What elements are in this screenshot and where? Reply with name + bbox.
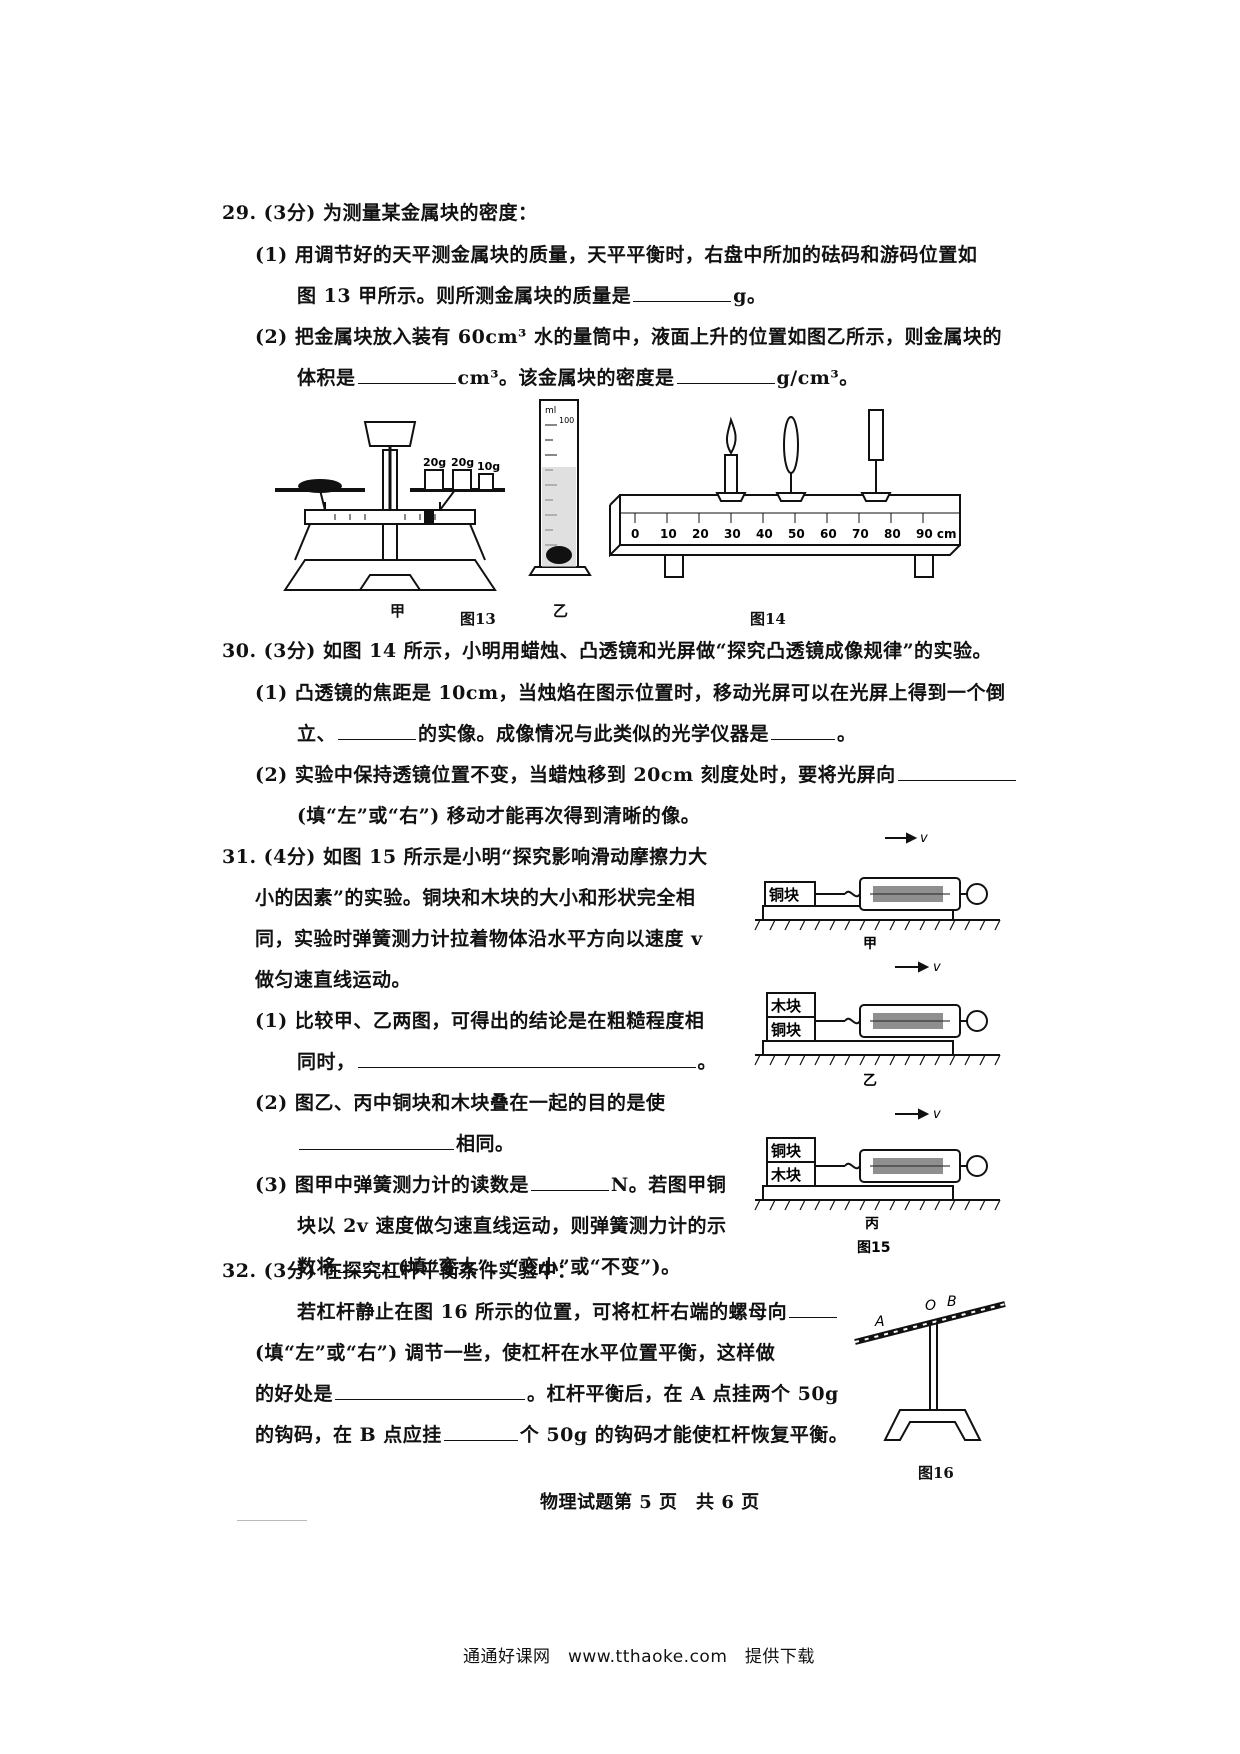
fig15-yi-copper: 铜块 [771,1021,802,1039]
blank-same-quantity[interactable] [299,1148,454,1150]
fig16-caption: 图16 [918,1464,954,1482]
q29-part2-line1: (2) 把金属块放入装有 60cm³ 水的量筒中，液面上升的位置如图乙所示，则金… [255,326,1002,348]
figure-16-lever: A O B [854,1294,1006,1441]
fig15-yi-wood: 木块 [770,997,802,1015]
q32-line4: 的钩码，在 B 点应挂个 50g 的钩码才能使杠杆恢复平衡。 [255,1424,849,1446]
blank-direction[interactable] [897,779,1016,781]
q31-line3: 同，实验时弹簧测力计拉着物体沿水平方向以速度 v [255,928,703,950]
blank-hook-count[interactable] [443,1439,518,1441]
fig15-yi-label: 乙 [863,1073,877,1089]
figure-13-balance: 20g 20g 10g [275,421,505,591]
ruler-label-0: 0 [631,527,639,541]
weight-1-label: 20g [423,456,446,469]
fig15-bing-copper: 铜块 [771,1142,802,1160]
ruler-label-90: 90 cm [916,527,957,541]
fig15-jia-label: 甲 [863,936,877,952]
ruler-label-50: 50 [788,527,805,541]
ruler-label-70: 70 [852,527,869,541]
ruler-label-10: 10 [660,527,677,541]
ruler-label-30: 30 [724,527,741,541]
lever-point-a: A [874,1314,885,1330]
page-footer: 物理试题第 5 页 共 6 页 [540,1492,760,1513]
fig15-bing-label: 丙 [865,1216,879,1232]
blank-volume[interactable] [357,382,456,384]
q32-line1: 若杠杆静止在图 16 所示的位置，可将杠杆右端的螺母向 [297,1297,839,1324]
q30-part2-line1: (2) 实验中保持透镜位置不变，当蜡烛移到 20cm 刻度处时，要将光屏向 [255,760,1018,787]
q30-part1-line2: 立、的实像。成像情况与此类似的光学仪器是。 [297,723,857,745]
blank-instrument[interactable] [771,738,836,740]
fig15-bing-wood: 木块 [770,1166,802,1184]
lever-point-b: B [947,1294,957,1310]
q32-line2: (填“左”或“右”) 调节一些，使杠杆在水平位置平衡，这样做 [255,1342,776,1364]
q31-line4: 做匀速直线运动。 [255,969,412,991]
blank-nut-direction[interactable] [789,1316,838,1318]
weight-3-label: 10g [477,460,500,473]
blank-change[interactable] [338,1271,397,1273]
q31-line1: 31. (4分) 如图 15 所示是小明“探究影响滑动摩擦力大 [222,846,708,868]
fig14-caption: 图14 [750,610,786,628]
weight-2-label: 20g [451,456,474,469]
source-credit: 通通好课网 www.tthaoke.com 提供下载 [463,1647,815,1667]
q30-part1-line1: (1) 凸透镜的焦距是 10cm，当烛焰在图示位置时，移动光屏可以在光屏上得到一… [255,682,1006,704]
blank-image-size[interactable] [338,738,417,740]
q31-part1-line2: 同时，。 [297,1051,718,1073]
fig13-label-jia: 甲 [390,602,406,620]
fig15-caption: 图15 [857,1240,890,1256]
blank-density[interactable] [676,382,775,384]
q29-part1-line1: (1) 用调节好的天平测金属块的质量，天平平衡时，右盘中所加的砝码和游码位置如 [255,244,978,266]
figure-15-bing: v 铜块 木块 丙 图15 [754,1107,1001,1256]
blank-friction-conclusion[interactable] [357,1066,696,1068]
fig13-caption: 图13 [460,610,496,628]
q32-heading: 32. (3分) 在探究杠杆平衡条件实验中： [222,1260,577,1282]
fig15-yi-v: v [933,960,941,975]
q31-part3-line2: 块以 2v 速度做匀速直线运动，则弹簧测力计的示 [297,1215,727,1237]
figure-14-optical-bench: 0 10 20 30 40 50 60 70 80 90 cm [609,409,961,578]
lever-point-o: O [925,1298,936,1314]
figure-15-jia: v 铜块 甲 [754,831,1001,952]
fig15-jia-v: v [920,831,928,846]
q29-heading: 29. (3分) 为测量某金属块的密度： [222,202,538,224]
figure-15-yi: v 木块 铜块 乙 [754,960,1001,1089]
blank-benefit[interactable] [335,1398,526,1400]
q31-part3-line3: 数将(填“变大”、“变小”或“不变”)。 [297,1256,681,1278]
q30-part2-line2: (填“左”或“右”) 移动才能再次得到清晰的像。 [297,805,701,827]
fig13-label-yi: 乙 [553,602,569,620]
footer-rule [237,1520,307,1521]
ruler-label-60: 60 [820,527,837,541]
q31-line2: 小的因素”的实验。铜块和木块的大小和形状完全相 [255,887,696,909]
figure-13-cylinder: ml 100 [528,399,592,576]
blank-reading[interactable] [530,1189,609,1191]
q31-part1-line1: (1) 比较甲、乙两图，可得出的结论是在粗糙程度相 [255,1010,705,1032]
ruler-label-80: 80 [884,527,901,541]
q30-heading: 30. (3分) 如图 14 所示，小明用蜡烛、凸透镜和光屏做“探究凸透镜成像规… [222,640,993,662]
q31-part2-line1: (2) 图乙、丙中铜块和木块叠在一起的目的是使 [255,1092,666,1114]
q31-part2-line2: 相同。 [297,1129,515,1156]
cylinder-unit: ml [545,406,556,416]
fig15-bing-v: v [933,1107,941,1122]
ruler-label-40: 40 [756,527,773,541]
ruler-label-20: 20 [692,527,709,541]
cylinder-top-mark: 100 [559,416,574,425]
blank-mass[interactable] [633,300,732,302]
q32-line3: 的好处是。杠杆平衡后，在 A 点挂两个 50g [255,1383,839,1405]
fig15-jia-copper: 铜块 [769,886,800,904]
